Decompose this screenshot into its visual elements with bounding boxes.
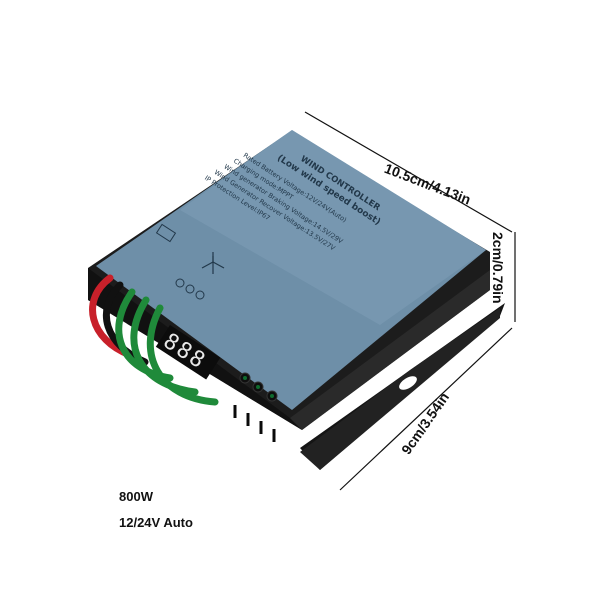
status-leds [243, 376, 274, 398]
voltage-rating: 12/24V Auto [119, 515, 193, 530]
power-rating: 800W [119, 489, 153, 504]
dimension-height-label: 2cm/0.79in [490, 232, 506, 304]
top-panel-sheen [180, 130, 486, 325]
battery-icon [155, 223, 177, 243]
terminal-symbols [175, 278, 205, 300]
wind-turbine-icon [201, 252, 225, 274]
housing-right-face [290, 270, 490, 430]
wire-bundle [89, 274, 219, 406]
display-bezel [155, 325, 221, 380]
dimension-lines [304, 111, 516, 491]
bracket-slot [399, 376, 417, 390]
heatsink-fins [233, 405, 276, 442]
mounting-bracket-face [300, 308, 500, 470]
